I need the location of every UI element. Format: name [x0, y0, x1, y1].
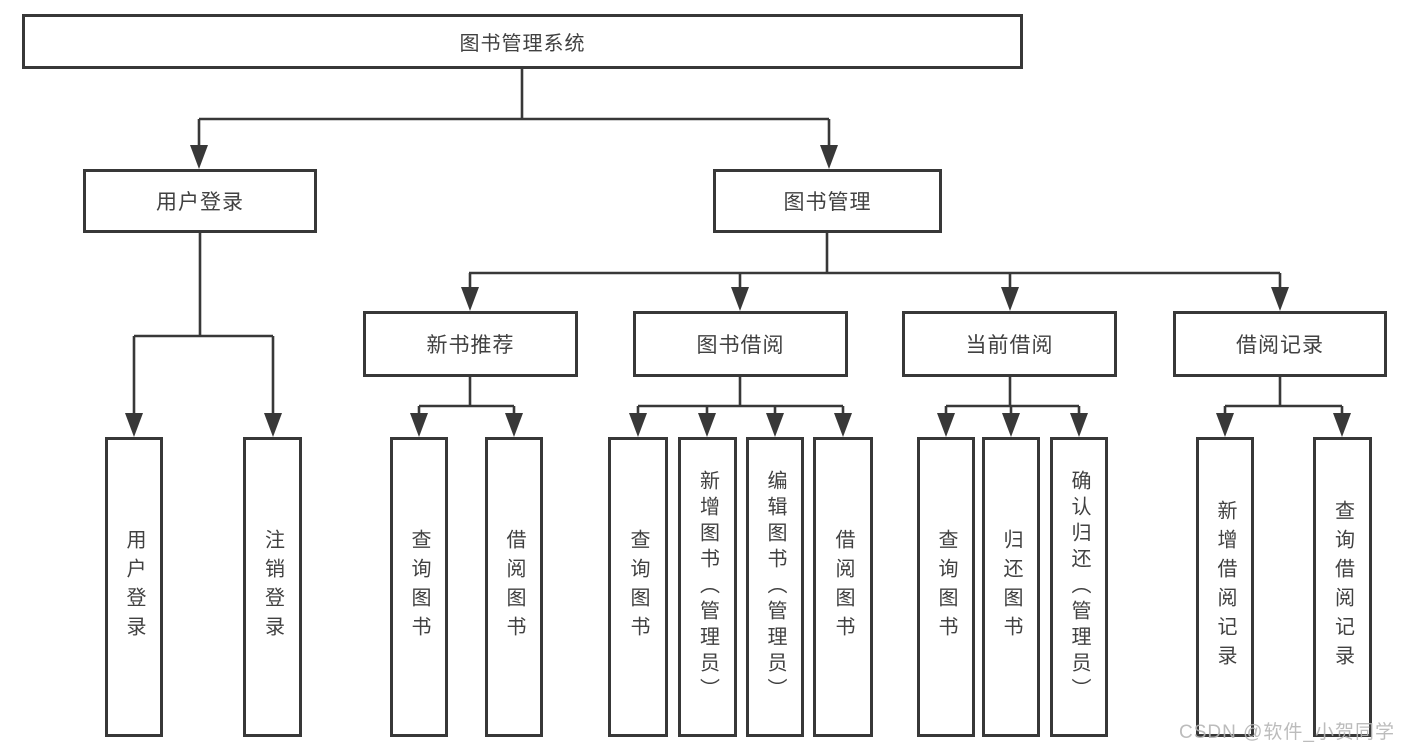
node-book-borrow: 图书借阅	[633, 311, 848, 377]
leaf-confirm-return-admin-label: 确认归还（管理员）	[1068, 470, 1090, 704]
node-user-login-label: 用户登录	[156, 191, 244, 214]
node-root: 图书管理系统	[22, 14, 1023, 69]
node-new-book-recommend-label: 新书推荐	[426, 334, 515, 357]
leaf-add-book-admin: 新增图书（管理员）	[678, 437, 737, 737]
leaf-user-login: 用户登录	[105, 437, 163, 737]
leaf-return-book: 归还图书	[982, 437, 1040, 737]
leaf-query-borrow-record-label: 查询借阅记录	[1331, 500, 1354, 674]
node-user-login: 用户登录	[83, 169, 317, 233]
node-current-borrow: 当前借阅	[902, 311, 1117, 377]
node-book-management-label: 图书管理	[783, 191, 872, 214]
node-borrow-records-label: 借阅记录	[1236, 334, 1324, 357]
leaf-current-query-book-label: 查询图书	[935, 529, 957, 645]
watermark: CSDN @软件_小贺同学	[1179, 722, 1395, 743]
leaf-recommend-borrow-book: 借阅图书	[485, 437, 543, 737]
leaf-add-borrow-record-label: 新增借阅记录	[1214, 500, 1236, 674]
leaf-logout: 注销登录	[243, 437, 302, 737]
node-borrow-records: 借阅记录	[1173, 311, 1387, 377]
leaf-return-book-label: 归还图书	[1000, 529, 1022, 645]
leaf-query-borrow-record: 查询借阅记录	[1313, 437, 1372, 737]
leaf-borrow-query-book: 查询图书	[608, 437, 668, 737]
node-book-borrow-label: 图书借阅	[696, 334, 785, 357]
leaf-confirm-return-admin: 确认归还（管理员）	[1050, 437, 1108, 737]
leaf-edit-book-admin: 编辑图书（管理员）	[746, 437, 804, 737]
leaf-user-login-label: 用户登录	[123, 529, 145, 645]
node-root-label: 图书管理系统	[459, 33, 586, 55]
arrowheads	[125, 145, 1351, 437]
leaf-recommend-query-book-label: 查询图书	[408, 529, 430, 645]
leaf-add-borrow-record: 新增借阅记录	[1196, 437, 1254, 737]
leaf-current-query-book: 查询图书	[917, 437, 975, 737]
leaf-edit-book-admin-label: 编辑图书（管理员）	[764, 470, 786, 704]
node-new-book-recommend: 新书推荐	[363, 311, 578, 377]
leaf-logout-label: 注销登录	[261, 529, 284, 645]
leaf-recommend-query-book: 查询图书	[390, 437, 448, 737]
leaf-recommend-borrow-book-label: 借阅图书	[503, 529, 525, 645]
leaf-borrow-book-label: 借阅图书	[832, 529, 854, 645]
node-book-management: 图书管理	[713, 169, 942, 233]
node-current-borrow-label: 当前借阅	[965, 334, 1054, 357]
leaf-borrow-book: 借阅图书	[813, 437, 873, 737]
leaf-add-book-admin-label: 新增图书（管理员）	[696, 470, 719, 704]
leaf-borrow-query-book-label: 查询图书	[627, 529, 649, 645]
